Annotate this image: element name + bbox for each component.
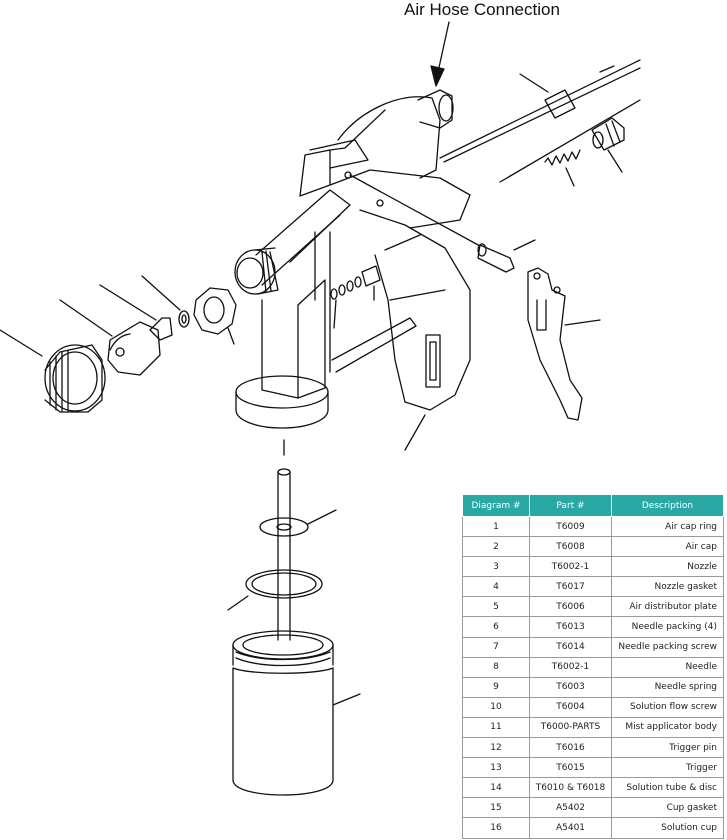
diagram-number: 5 [462,596,530,618]
part-number: T6016 [529,737,612,759]
nozzle-gasket [141,275,190,328]
column-header-part: Part # [529,494,612,517]
column-header-diagram: Diagram # [462,494,530,517]
part-description: Nozzle gasket [611,576,724,598]
air-cap-ring [0,329,106,413]
body-thread-collar [234,247,279,295]
part-number: T6014 [529,636,612,658]
part-number: T6000-PARTS [529,716,612,739]
part-number: A5402 [529,797,612,819]
part-description: Needle packing screw [611,636,724,658]
part-description: Air distributor plate [611,596,724,618]
diagram-number: 16 [462,817,530,839]
air-distributor-plate [193,287,237,345]
diagram-number: 9 [462,676,530,698]
diagram-number: 10 [462,696,530,718]
diagram-number: 15 [462,797,530,819]
diagram-number: 12 [462,737,530,759]
gun-body [235,96,471,429]
air-cap [59,299,161,376]
nozzle [99,284,173,341]
diagram-number: 6 [462,616,530,638]
part-description: Solution cup [611,817,724,839]
diagram-number: 3 [462,556,530,578]
part-description: Air cap [611,536,724,558]
part-description: Needle packing (4) [611,616,724,638]
part-description: Trigger pin [611,737,724,759]
part-number: T6002-1 [529,656,612,678]
solution-flow-screw [499,99,641,183]
part-number: T6008 [529,536,612,558]
part-number: T6015 [529,757,612,779]
part-description: Needle spring [611,676,724,698]
table-header-row: Diagram # Part # Description [462,494,724,517]
air-hose-arrow [430,21,450,87]
diagram-number: 1 [462,515,530,538]
part-number: A5401 [529,817,612,839]
diagram-number: 4 [462,576,530,598]
needle-packing [330,265,381,329]
solution-cup [232,630,361,796]
part-number: T6009 [529,515,612,538]
part-number: T6017 [529,576,612,598]
part-description: Air cap ring [611,515,724,538]
solution-tube-and-disc [259,439,337,641]
part-description: Cup gasket [611,797,724,819]
diagram-number: 8 [462,656,530,678]
part-description: Mist applicator body [611,716,724,739]
trigger-pin [349,174,536,273]
air-hose-fitting [417,89,454,129]
diagram-number: 13 [462,757,530,779]
diagram-number: 11 [462,716,530,739]
trigger [527,267,601,421]
part-description: Trigger [611,757,724,779]
needle [439,59,641,163]
part-description: Needle [611,656,724,678]
cup-gasket [227,569,323,611]
part-description: Solution tube & disc [611,777,724,799]
part-number: T6010 & T6018 [529,777,612,799]
part-number: T6013 [529,616,612,638]
column-header-description: Description [611,494,724,517]
part-number: T6002-1 [529,556,612,578]
diagram-number: 2 [462,536,530,558]
part-number: T6006 [529,596,612,618]
diagram-number: 7 [462,636,530,658]
part-description: Solution flow screw [611,696,724,718]
diagram-number: 14 [462,777,530,799]
part-number: T6003 [529,676,612,698]
needle-spring [544,149,581,187]
part-description: Nozzle [611,556,724,578]
air-hose-connection-label: Air Hose Connection [404,0,560,19]
part-number: T6004 [529,696,612,718]
